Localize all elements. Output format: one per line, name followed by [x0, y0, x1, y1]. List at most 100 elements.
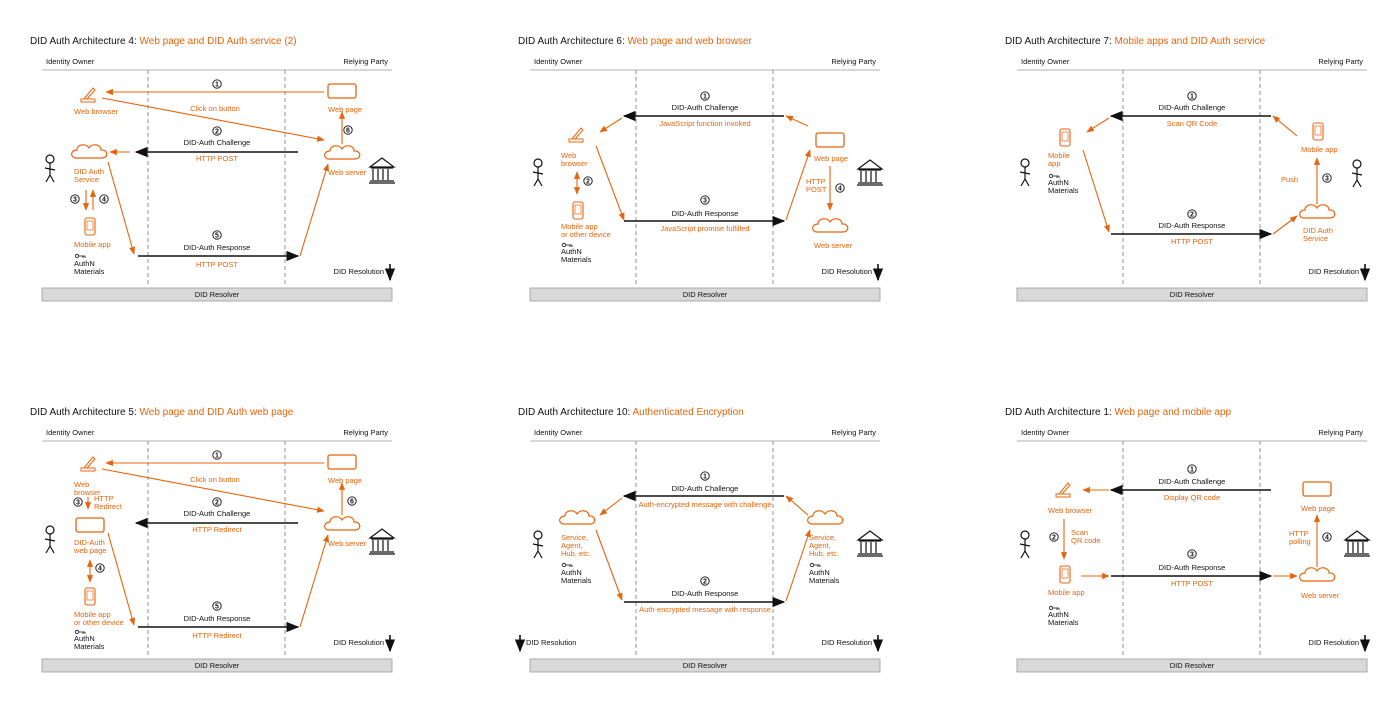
relying-party-bank-icon-shape: [368, 157, 396, 184]
identity-owner-label: Identity Owner: [1021, 57, 1070, 66]
click-label: Click on button: [190, 475, 240, 484]
step-2-circle: [700, 576, 710, 586]
identity-owner-label: Identity Owner: [46, 57, 95, 66]
identity-owner-figure-body: [1019, 539, 1031, 559]
did-resolution-left: DID Resolution: [526, 638, 576, 647]
authn-key-icon: [561, 242, 573, 248]
did-auth-web-page-label-line: web page: [73, 546, 107, 555]
identity-owner-figure-head: [45, 154, 55, 164]
mobile-app-label-line: or other device: [561, 230, 611, 239]
did-resolution-right: DID Resolution: [1309, 267, 1359, 276]
authn-key-icon-shaft: [79, 631, 86, 634]
response-label: DID-Auth Response: [672, 589, 739, 598]
step-5: 5: [215, 233, 219, 240]
relying-party-bank-icon-shape: [368, 528, 396, 555]
step-1-circle: [1187, 91, 1197, 101]
scan-label-line: QR code: [1071, 536, 1101, 545]
http-post-label-line: HTTP: [806, 177, 826, 186]
challenge-sub-label: HTTP POST: [196, 154, 238, 163]
relying-party-bank-icon-shape: [856, 159, 884, 186]
authn-key-icon: [1048, 605, 1060, 611]
http-redirect-small-label-line: HTTP: [94, 494, 114, 503]
web-page-label: Web page: [814, 154, 848, 163]
did-resolution-right: DID Resolution: [1309, 638, 1359, 647]
identity-owner-figure-head: [1020, 158, 1030, 168]
web-browser-icon: [80, 87, 96, 103]
mobile-app-icon: [84, 217, 96, 236]
authn-key-icon: [74, 629, 86, 635]
step-3: 3: [73, 197, 77, 204]
did-auth-service-label-line: Service: [1303, 234, 1328, 243]
mobile-app-icon-shape: [84, 587, 96, 606]
service-right-label-line: Hub, etc.: [809, 549, 839, 558]
web-browser-label-line: browser: [74, 488, 101, 497]
did-resolver-label: DID Resolver: [195, 661, 240, 670]
mobile-app-left-label-line: app: [1048, 159, 1061, 168]
web-page-icon: [1302, 481, 1332, 497]
mobile-app-left-icon-screen: [1061, 131, 1069, 142]
http-polling-label-line: HTTP: [1289, 529, 1309, 538]
web-server-icon: [812, 218, 849, 233]
title-highlight: Web page and DID Auth web page: [140, 407, 294, 418]
response-to-service-arrow: [1272, 215, 1298, 235]
challenge-label: DID-Auth Challenge: [1159, 103, 1226, 112]
authn-label-line: Materials: [1048, 186, 1079, 195]
authn-key-icon-shaft: [566, 564, 573, 567]
title-highlight: Web page and DID Auth service (2): [140, 36, 297, 47]
step-1-circle: [1187, 464, 1197, 474]
web-server-icon-shape: [324, 516, 361, 531]
relying-party-figure-body: [1351, 168, 1363, 188]
step-1-circle: [212, 79, 222, 89]
mobile-app-icon-shape: [572, 201, 584, 220]
authn-label-line: AuthN: [561, 247, 582, 256]
did-resolver-bar: [1016, 287, 1368, 302]
service-right-label: Service,Agent,Hub, etc.: [809, 533, 839, 558]
authn-label-line: AuthN: [561, 568, 582, 577]
step-4-circle: [99, 194, 109, 204]
identity-owner-figure-head: [533, 158, 543, 168]
response-label: DID-Auth Response: [184, 243, 251, 252]
identity-owner-figure: [532, 530, 544, 559]
step-3-circle: [73, 497, 83, 507]
authn-label-line: AuthN: [1048, 610, 1069, 619]
step-2: 2: [703, 579, 707, 586]
response-sub-label: JavaScript promise fulfilled: [660, 224, 749, 233]
relying-party-label: Relying Party: [1318, 428, 1363, 437]
web-browser-icon-shape: [568, 127, 584, 143]
challenge-label: DID-Auth Challenge: [184, 509, 251, 518]
identity-owner-label: Identity Owner: [46, 428, 95, 437]
browser-to-server-arrow: [101, 97, 325, 142]
mobile-app-right-icon-screen: [1314, 125, 1322, 136]
relying-party-figure-head: [1352, 159, 1362, 169]
step-2-circle: [1187, 209, 1197, 219]
web-browser-icon-shape: [80, 456, 96, 472]
panel-title: DID Auth Architecture 1: Web page and mo…: [1005, 407, 1232, 418]
panel-5: DID Auth Architecture 10: Authenticated …: [514, 407, 884, 673]
service-left-icon-shape: [559, 510, 596, 525]
did-auth-web-page-icon-shape: [75, 517, 105, 533]
service-right-icon: [807, 510, 844, 525]
step-4: 4: [98, 566, 102, 573]
step-2-circle: [1049, 532, 1059, 542]
step-6: 6: [350, 499, 354, 506]
app-to-response-arrow: [1082, 149, 1110, 233]
response-to-service-right-arrow: [785, 529, 811, 602]
did-auth-service-icon: [71, 144, 108, 159]
mobile-app-label-line: Mobile app: [561, 222, 598, 231]
relying-party-bank-icon: [1343, 530, 1371, 557]
relying-party-bank-icon: [856, 530, 884, 557]
web-server-icon-shape: [812, 218, 849, 233]
authn-key-icon-ring: [1048, 605, 1054, 611]
relying-party-bank-icon: [368, 528, 396, 555]
authn-label-line: AuthN: [1048, 178, 1069, 187]
title-prefix: DID Auth Architecture 4:: [30, 36, 140, 47]
identity-owner-figure-head: [533, 530, 543, 540]
relying-party-label: Relying Party: [831, 57, 876, 66]
web-browser-icon-shape: [80, 87, 96, 103]
